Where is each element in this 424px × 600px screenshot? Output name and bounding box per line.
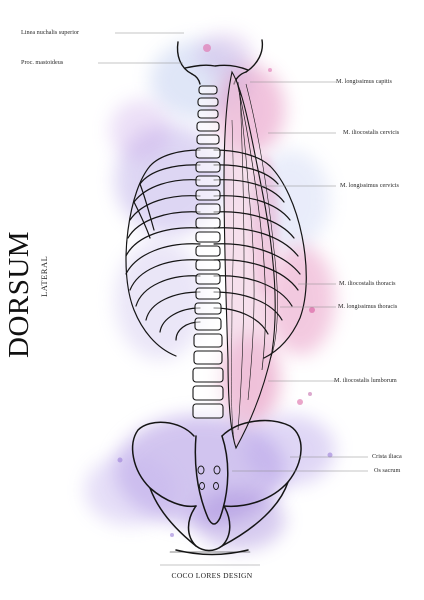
poster-subtitle: LATERAL: [39, 255, 49, 297]
vertebral-column: [192, 85, 224, 419]
label-linea-nuchalis-superior: Linea nuchalis superior: [21, 29, 80, 36]
poster-title: DORSUM: [3, 230, 35, 358]
label-iliocostalis-cervicis: M. iliocostalis cervicis: [343, 129, 400, 136]
leader-lines: [98, 32, 368, 566]
label-crista-iliaca: Crista iliaca: [372, 453, 402, 460]
label-longissimus-thoracis: M. longissimus thoracis: [338, 303, 398, 310]
label-longissimus-capitis: M. longissimus capitis: [336, 78, 392, 85]
designer-credit: COCO LORES DESIGN: [171, 571, 253, 580]
label-longissimus-cervicis: M. longissimus cervicis: [340, 182, 399, 189]
label-iliocostalis-lumborum: M. iliocostalis lumborum: [334, 377, 397, 384]
skull-base: [176, 39, 264, 85]
label-os-sacrum: Os sacrum: [374, 467, 401, 474]
pelvis: [131, 419, 302, 556]
label-iliocostalis-thoracis: M. iliocostalis thoracis: [339, 280, 396, 287]
label-proc-mastoideus: Proc. mastoideus: [21, 59, 64, 66]
